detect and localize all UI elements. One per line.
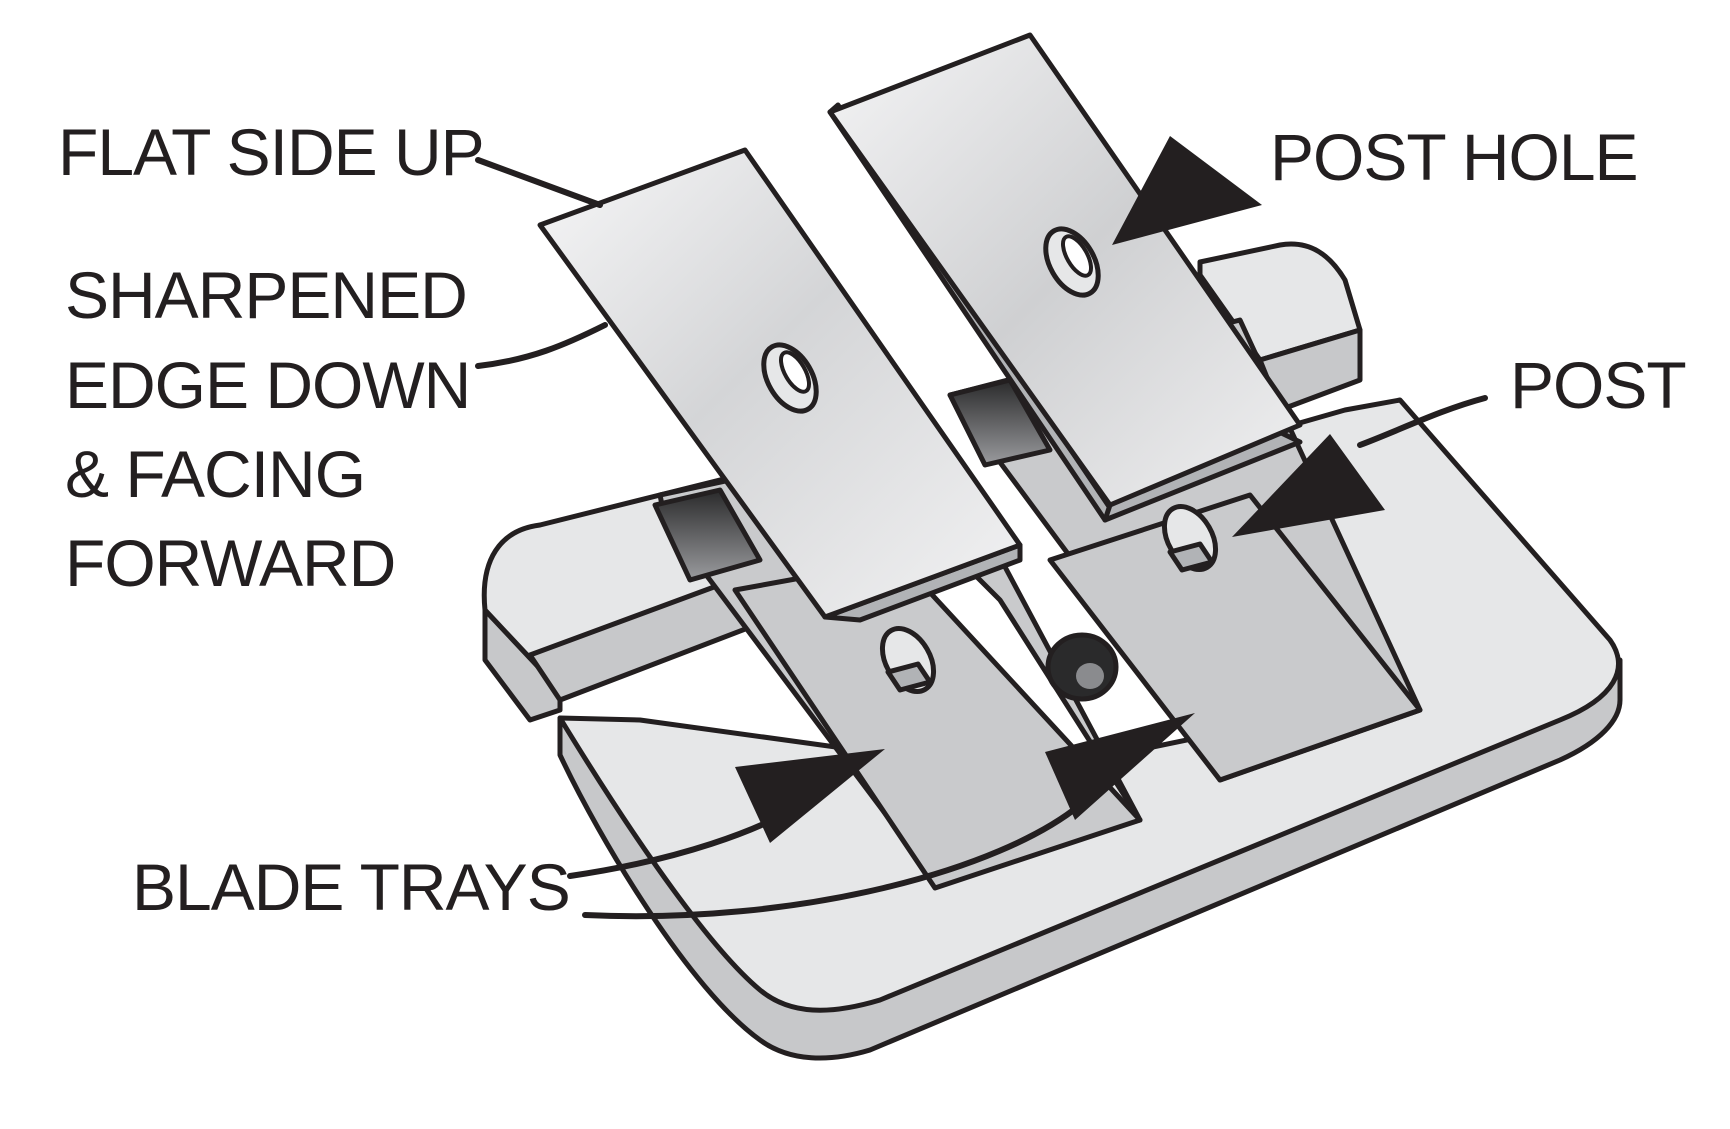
label-sharpened-line3: & FACING: [65, 437, 365, 511]
label-post-hole: POST HOLE: [1270, 120, 1638, 194]
right-blade-post-hole: [1043, 226, 1101, 298]
base-center-hole: [1045, 632, 1119, 702]
right-blade: [827, 32, 1303, 523]
label-post: POST: [1510, 348, 1686, 422]
left-blade-post-hole: [761, 342, 819, 414]
left-blade: [537, 147, 1023, 623]
label-sharpened-line2: EDGE DOWN: [65, 348, 470, 422]
flat-side-up-leader: [475, 157, 603, 208]
left-blade-tray: [652, 457, 1143, 891]
label-sharpened-line4: FORWARD: [65, 526, 395, 600]
label-flat-side-up: FLAT SIDE UP: [58, 115, 484, 189]
label-blade-trays: BLADE TRAYS: [132, 850, 570, 924]
post-arrow: [1232, 395, 1488, 537]
post-hole-arrow: [1112, 136, 1262, 245]
blade-trays-arrows: [567, 713, 1195, 920]
sharpened-edge-leader: [475, 322, 608, 369]
label-sharpened-line1: SHARPENED: [65, 258, 467, 332]
